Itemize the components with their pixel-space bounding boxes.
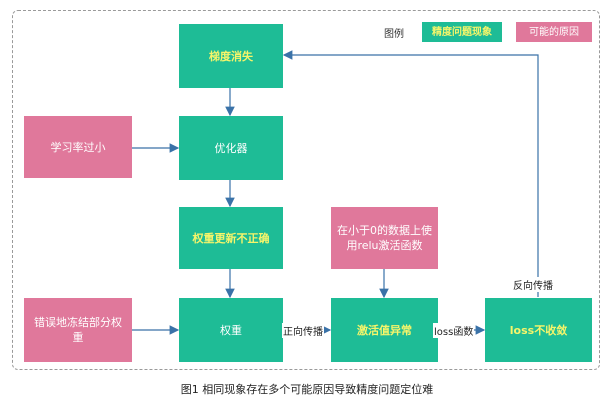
- legend-cause: 可能的原因: [516, 22, 592, 42]
- edge-label-loss-func: loss函数: [433, 323, 475, 338]
- node-activation-abnormal: 激活值异常: [331, 298, 438, 362]
- arrow-loss-to-gradient: [282, 50, 539, 297]
- node-learning-rate: 学习率过小: [24, 116, 132, 178]
- node-loss-not-converge: loss不收敛: [485, 298, 592, 362]
- edge-label-forward: 正向传播: [282, 323, 324, 338]
- node-weight-update: 权重更新不正确: [179, 207, 283, 269]
- node-optimizer: 优化器: [179, 116, 283, 180]
- legend-title: 图例: [384, 29, 404, 40]
- node-weights: 权重: [179, 298, 283, 362]
- figure-caption: 图1 相同现象存在多个可能原因导致精度问题定位难: [180, 383, 434, 396]
- diagram-frame: [12, 10, 600, 370]
- legend-phenomenon: 精度问题现象: [422, 22, 502, 42]
- node-negative-relu: 在小于0的数据上使用relu激活函数: [331, 207, 438, 269]
- node-gradient-vanish: 梯度消失: [179, 24, 283, 88]
- node-wrong-freeze: 错误地冻结部分权重: [24, 298, 132, 362]
- edge-label-backward: 反向传播: [512, 277, 554, 292]
